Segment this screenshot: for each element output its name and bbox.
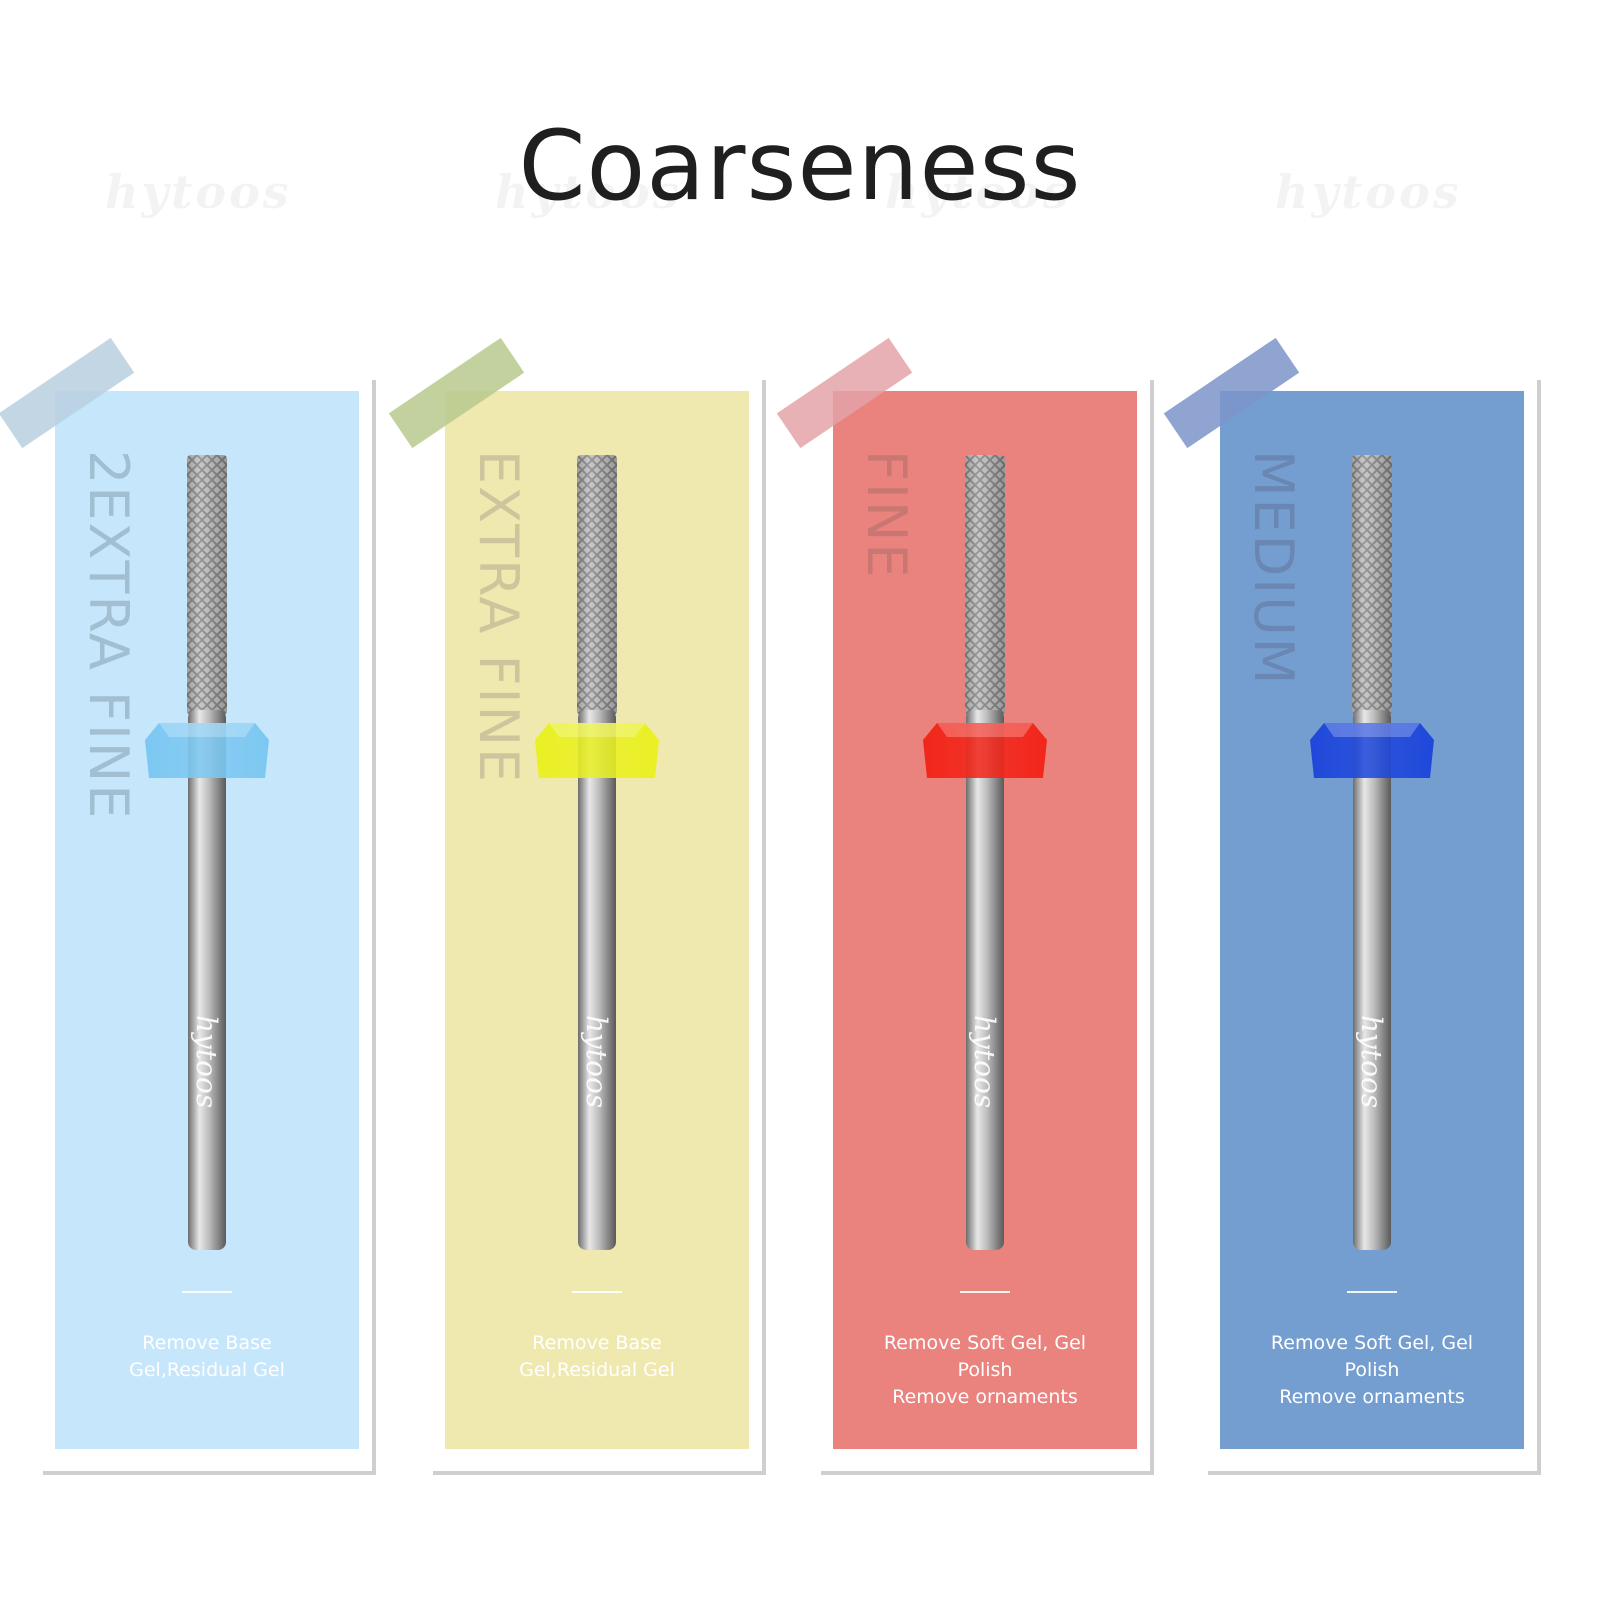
coarseness-label: EXTRA FINE bbox=[467, 450, 530, 785]
nail-drill-bit-image: hytoos bbox=[527, 455, 667, 1265]
page-title: Coarseness bbox=[518, 110, 1082, 222]
nail-drill-bit-image: hytoos bbox=[915, 455, 1055, 1265]
card-frame bbox=[43, 380, 376, 1475]
description-line: Polish bbox=[1344, 1359, 1400, 1381]
card-divider bbox=[1347, 1291, 1397, 1293]
coarseness-label: MEDIUM bbox=[1242, 450, 1305, 687]
description-line: Remove ornaments bbox=[1279, 1386, 1465, 1408]
card-divider bbox=[572, 1291, 622, 1293]
description-line: Remove Base bbox=[142, 1332, 272, 1354]
brand-engraving: hytoos bbox=[190, 1015, 223, 1108]
brand-engraving: hytoos bbox=[968, 1015, 1001, 1108]
coarseness-label: 2EXTRA FINE bbox=[77, 450, 140, 821]
coarseness-label: FINE bbox=[855, 450, 918, 580]
description-line: Remove ornaments bbox=[892, 1386, 1078, 1408]
description-line: Remove Soft Gel, Gel bbox=[883, 1332, 1087, 1354]
description-line: Remove Soft Gel, Gel bbox=[1270, 1332, 1474, 1354]
nail-drill-bit-image: hytoos bbox=[137, 455, 277, 1265]
card-divider bbox=[960, 1291, 1010, 1293]
description-line: Gel,Residual Gel bbox=[519, 1359, 675, 1381]
brand-engraving: hytoos bbox=[580, 1015, 613, 1108]
description-line: Remove Base bbox=[532, 1332, 662, 1354]
description-line: Polish bbox=[957, 1359, 1013, 1381]
card-frame bbox=[433, 380, 766, 1475]
card-frame bbox=[1208, 380, 1541, 1475]
description-line: Gel,Residual Gel bbox=[129, 1359, 285, 1381]
nail-drill-bit-image: hytoos bbox=[1302, 455, 1442, 1265]
brand-engraving: hytoos bbox=[1355, 1015, 1388, 1108]
card-divider bbox=[182, 1291, 232, 1293]
card-frame bbox=[821, 380, 1154, 1475]
